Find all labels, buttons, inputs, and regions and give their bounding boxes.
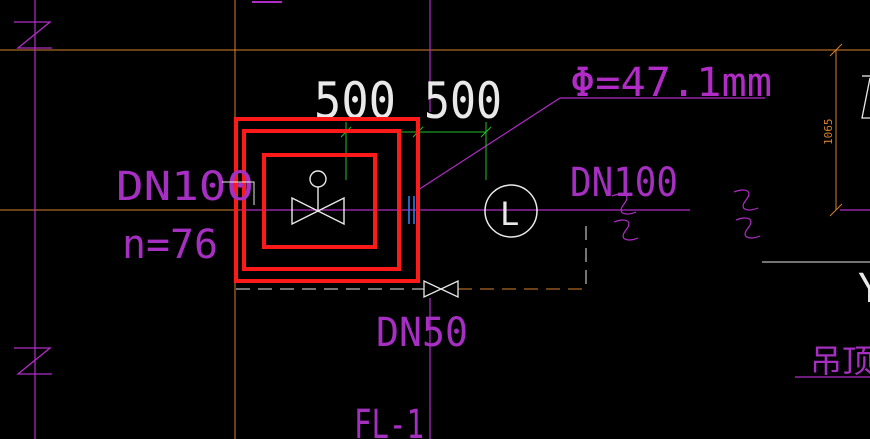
diameter-label: Φ=47.1mm xyxy=(570,60,772,106)
red-highlight-boxes xyxy=(234,117,420,283)
left-leader xyxy=(222,181,255,205)
flange-marker xyxy=(408,196,415,224)
pipe-size-left-label: DN100 xyxy=(116,164,254,210)
instrument-circle-icon xyxy=(484,184,538,238)
pipe-size-right-label: DN100 xyxy=(570,160,678,206)
branch-valve-icon xyxy=(423,279,459,299)
highlight-box-inner xyxy=(262,153,377,249)
edge-z-icon xyxy=(861,75,870,119)
ceiling-label: 吊顶 xyxy=(810,342,870,380)
z-break-icon xyxy=(14,21,52,49)
count-label: n=76 xyxy=(122,222,218,268)
z-break-icon xyxy=(14,347,52,375)
break-marker-top xyxy=(14,21,52,49)
pipe-size-small-label: DN50 xyxy=(376,310,468,356)
highlight-box-outer xyxy=(234,117,420,283)
pipe-break-icon-1 xyxy=(611,193,639,241)
dimension-right-label: 500 xyxy=(424,72,502,130)
break-marker-bottom xyxy=(14,347,52,375)
instrument-circle-letter: L xyxy=(500,195,519,233)
valve-icon xyxy=(291,170,345,226)
vertical-dimension-label: 1065 xyxy=(822,119,835,146)
floor-level-label: FL-1 xyxy=(354,402,424,439)
pipe-break-icon-2 xyxy=(733,189,761,239)
highlight-box-middle xyxy=(242,129,401,271)
leader-line xyxy=(417,97,561,191)
branch-dashed-lines xyxy=(236,226,587,290)
vertical-dimension xyxy=(829,43,843,217)
dimension-left-label: 500 xyxy=(314,72,396,130)
edge-letter-y: Y xyxy=(858,266,870,312)
